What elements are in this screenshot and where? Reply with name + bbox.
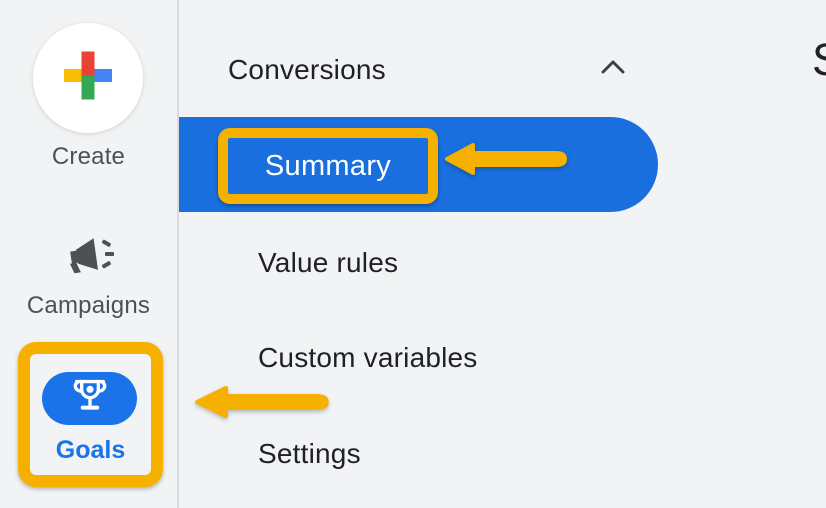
conversions-submenu: Conversions Summary Value rules Custom v… [179,0,826,508]
chevron-up-icon[interactable] [601,59,625,81]
submenu-item-value-rules[interactable]: Value rules [258,247,399,278]
submenu-item-summary-label: Summary [264,149,392,182]
sidebar-item-goals-label: Goals [55,436,126,464]
google-plus-icon [64,51,112,105]
submenu-item-summary[interactable]: Summary [179,117,658,212]
annotation-box-summary: Summary [218,128,438,204]
submenu-item-settings[interactable]: Settings [258,438,361,469]
sidebar-item-campaigns[interactable]: Campaigns [26,292,151,319]
megaphone-icon[interactable] [64,236,114,283]
submenu-header-conversions[interactable]: Conversions [228,54,386,85]
create-button[interactable] [33,23,143,133]
trophy-icon [70,378,110,419]
sidebar-item-goals[interactable] [42,372,137,425]
page-title: S [812,34,826,86]
nav-sidebar: Create Campaigns [0,0,179,508]
annotation-box-goals: Goals [18,342,163,487]
arrow-to-goals-icon [194,385,332,424]
sidebar-item-create-label: Create [51,143,126,170]
submenu-item-custom-variables[interactable]: Custom variables [258,342,478,373]
arrow-to-summary-icon [444,142,570,181]
